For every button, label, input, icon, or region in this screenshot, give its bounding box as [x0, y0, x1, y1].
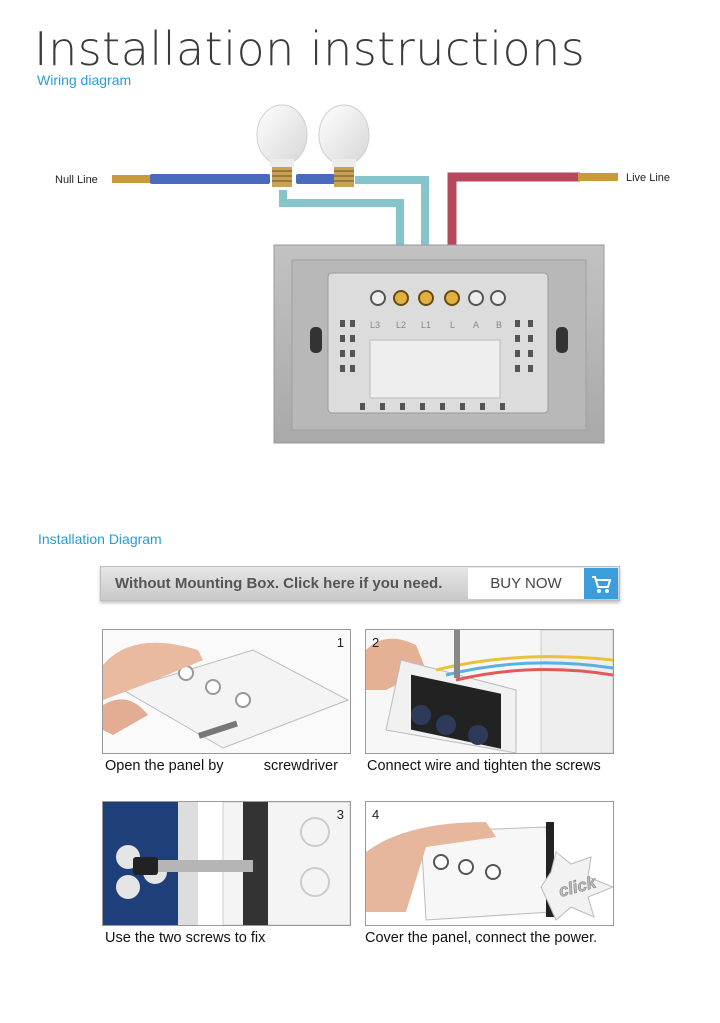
step-number: 1: [336, 635, 344, 650]
step-number: 3: [336, 807, 344, 822]
null-line-label: Null Line: [55, 174, 98, 186]
buy-now-button[interactable]: BUY NOW: [468, 568, 584, 599]
terminal-label: L1: [421, 320, 431, 330]
step-2-image: 2: [365, 629, 614, 754]
light-bulb-icon: [318, 104, 370, 187]
light-bulb-icon: [256, 104, 308, 187]
terminal-label: B: [496, 320, 502, 330]
terminal-label: A: [473, 320, 479, 330]
step-number: 2: [372, 635, 380, 650]
step-caption: Use the two screws to fix: [105, 930, 266, 946]
step-3-image: 3: [102, 801, 351, 926]
step-caption: Open the panel by screwdriver: [105, 758, 338, 774]
terminal-screws: [370, 290, 506, 306]
switch-back-plate: L3 L2 L1 L A B: [273, 244, 605, 444]
shopping-cart-icon[interactable]: [584, 568, 618, 599]
installation-diagram-title: Installation Diagram: [38, 531, 162, 547]
wiring-diagram: L3 L2 L1 L A B: [112, 104, 618, 444]
wiring-diagram-subtitle: Wiring diagram: [37, 72, 132, 88]
step-1-image: 1: [102, 629, 351, 754]
step-4-image: click 4: [365, 801, 614, 926]
banner-text[interactable]: Without Mounting Box. Click here if you …: [115, 575, 443, 592]
terminal-label: L: [450, 320, 455, 330]
step-number: 4: [372, 807, 380, 822]
step-caption: Connect wire and tighten the screws: [367, 758, 601, 774]
mounting-box-banner[interactable]: Without Mounting Box. Click here if you …: [100, 566, 620, 601]
live-line-label: Live Line: [626, 172, 671, 184]
step-caption: Cover the panel, connect the power.: [365, 930, 598, 946]
terminal-label: L3: [370, 320, 380, 330]
null-line-wire: [112, 174, 336, 184]
terminal-label: L2: [396, 320, 406, 330]
page-title: Installation instructions: [34, 22, 586, 76]
